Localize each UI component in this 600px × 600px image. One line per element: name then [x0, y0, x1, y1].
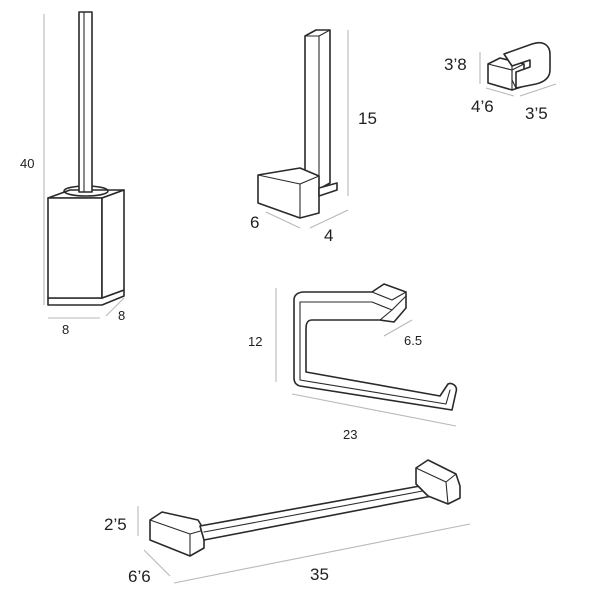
ring-width-dimension-line — [291, 393, 457, 427]
ring-width-label: 23 — [343, 427, 357, 442]
towel-ring: 12 23 6.5 — [248, 283, 458, 442]
bar-left-bracket — [149, 511, 205, 557]
bar-right-bracket — [415, 459, 461, 505]
hook-width-label: 4’6 — [471, 97, 494, 116]
bar-depth-label: 6’6 — [128, 567, 151, 586]
hook-height-label: 3’8 — [444, 55, 467, 74]
towel-bar: 2’5 35 6’6 — [104, 459, 471, 586]
bar-height-label: 2’5 — [104, 515, 127, 534]
hook-depth-label: 3’5 — [525, 104, 548, 123]
bar-width-dimension-line — [173, 523, 471, 584]
ring-height-label: 12 — [248, 334, 262, 349]
bar-rail — [199, 485, 433, 541]
bar-width-label: 35 — [310, 565, 329, 584]
bar-depth-dimension-line — [143, 549, 171, 577]
spare-paper-holder: 15 6 4 — [250, 29, 377, 245]
paper-holder-width-label: 6 — [250, 213, 259, 232]
brush-depth-label: 8 — [118, 308, 125, 323]
paper-holder-height-label: 15 — [358, 109, 377, 128]
hook-depth-dimension-line — [519, 83, 557, 97]
ring-depth-label: 6.5 — [404, 333, 422, 348]
paper-holder-depth-dimension-line — [309, 209, 349, 229]
paper-holder-foot — [257, 167, 320, 219]
paper-holder-base-lip — [318, 182, 338, 197]
brush-depth-dimension-line — [105, 297, 125, 317]
brush-height-label: 40 — [20, 156, 34, 171]
toilet-brush-holder: 40 8 8 — [20, 11, 125, 337]
hook-arm — [503, 41, 551, 89]
brush-handle — [78, 11, 93, 193]
brush-container-side — [101, 189, 125, 299]
hook-width-dimension-line — [485, 87, 515, 97]
paper-holder-plate — [304, 29, 331, 190]
paper-holder-depth-label: 4 — [324, 226, 333, 245]
ring-arm — [293, 283, 458, 411]
brush-container-front — [47, 197, 103, 299]
brush-width-label: 8 — [62, 322, 69, 337]
ring-depth-dimension-line — [383, 319, 413, 337]
robe-hook: 3’8 4’6 3’5 — [444, 41, 557, 123]
paper-holder-width-dimension-line — [265, 211, 301, 229]
